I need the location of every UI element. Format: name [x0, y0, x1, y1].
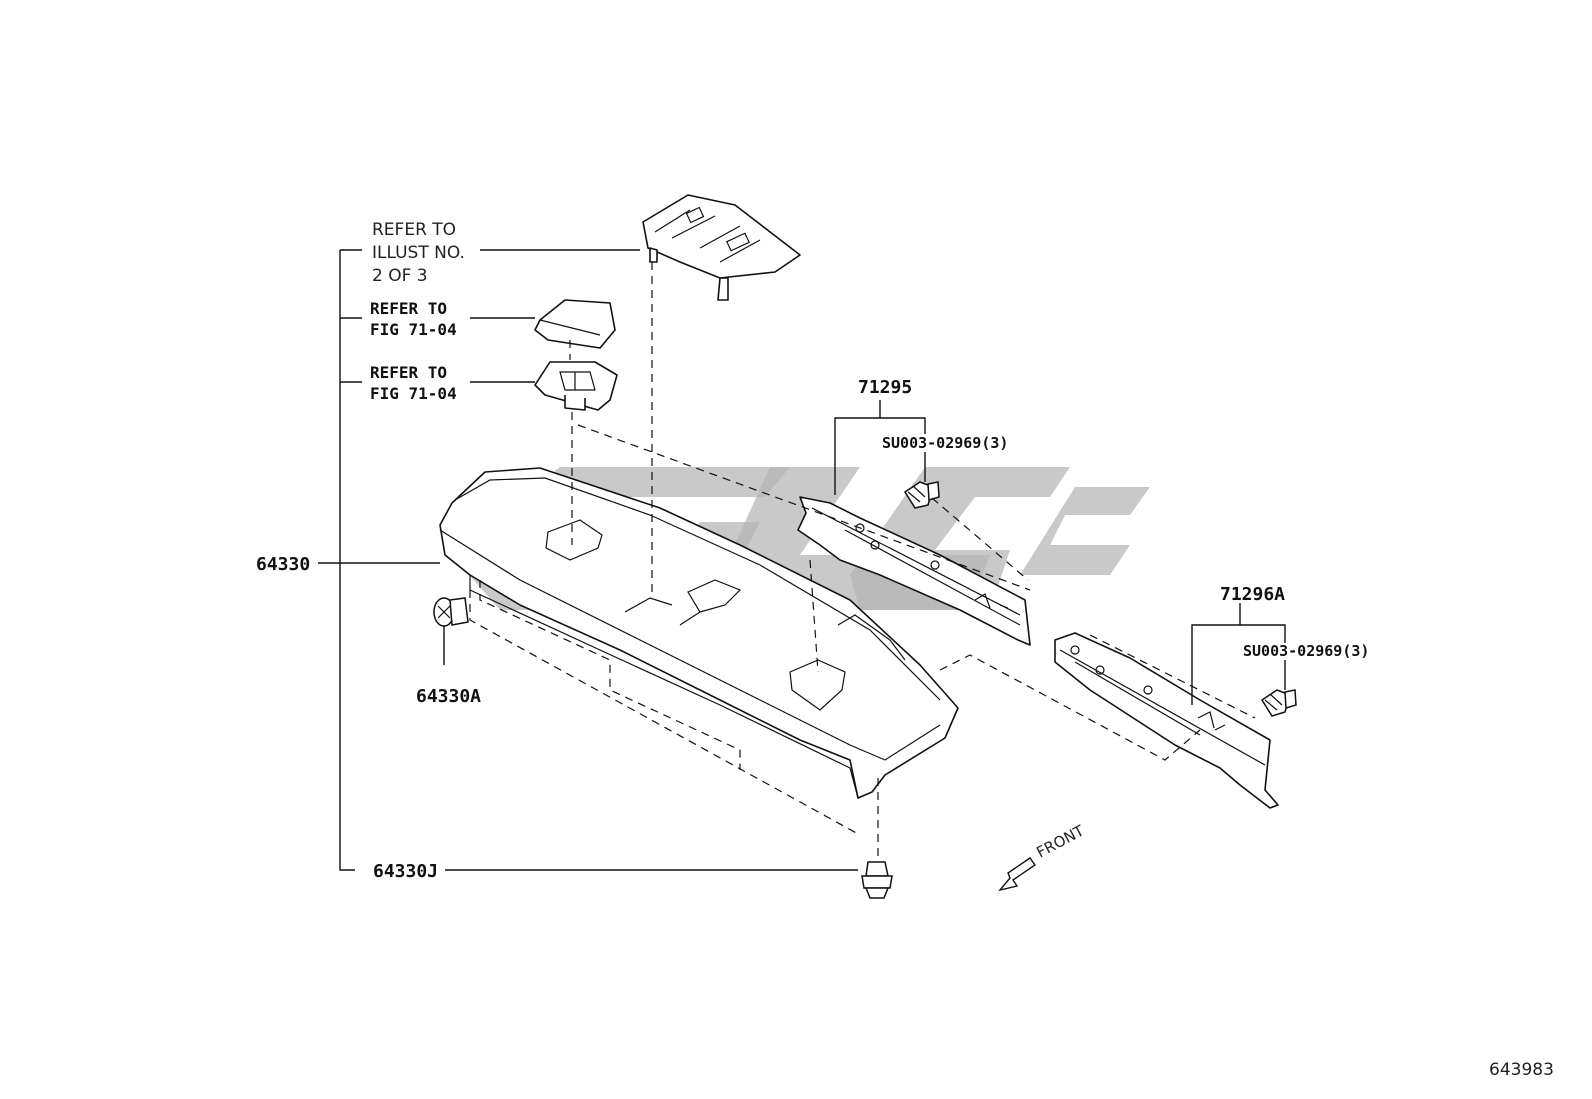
refer-illust-line3: 2 OF 3: [372, 266, 428, 286]
clip-64330a-part: [433, 597, 469, 627]
refer-fig-a-callout: REFER TO FIG 71-04: [370, 299, 457, 339]
refer-fig-b-callout: REFER TO FIG 71-04: [370, 363, 457, 403]
refer-fig-a-line2: FIG 71-04: [370, 320, 457, 339]
part-number-64330a: 64330A: [416, 686, 481, 707]
screw-71296a-part: [1260, 689, 1297, 717]
bracket-part: [534, 361, 618, 411]
front-arrow-icon: [998, 857, 1036, 892]
part-number-71295-screw: SU003-02969(3): [882, 434, 1008, 452]
refer-illust-line2: ILLUST NO.: [372, 243, 465, 263]
part-number-64330: 64330: [256, 554, 310, 575]
refer-fig-a-line1: REFER TO: [370, 299, 447, 318]
image-number: 643983: [1489, 1060, 1554, 1080]
part-number-71295: 71295: [858, 377, 912, 398]
package-tray-part: [439, 467, 959, 799]
console-cover-part: [642, 194, 801, 301]
part-number-71296a: 71296A: [1220, 584, 1285, 605]
front-label: FRONT: [1033, 821, 1087, 861]
leader-lines: [318, 249, 1286, 871]
refer-illust-callout: REFER TO ILLUST NO. 2 OF 3: [372, 220, 465, 286]
refer-fig-b-line1: REFER TO: [370, 363, 447, 382]
retainer-71296a-part: [1054, 632, 1279, 809]
part-number-71296a-screw: SU003-02969(3): [1243, 642, 1369, 660]
assembly-lines: [469, 262, 1256, 860]
fastener-64330j-part: [861, 861, 893, 899]
trim-cover-part: [534, 299, 616, 349]
screw-71295-part: [903, 481, 940, 509]
refer-illust-line1: REFER TO: [372, 220, 456, 240]
part-number-64330j: 64330J: [373, 861, 438, 882]
refer-fig-b-line2: FIG 71-04: [370, 384, 457, 403]
retainer-71295-part: [797, 496, 1031, 646]
